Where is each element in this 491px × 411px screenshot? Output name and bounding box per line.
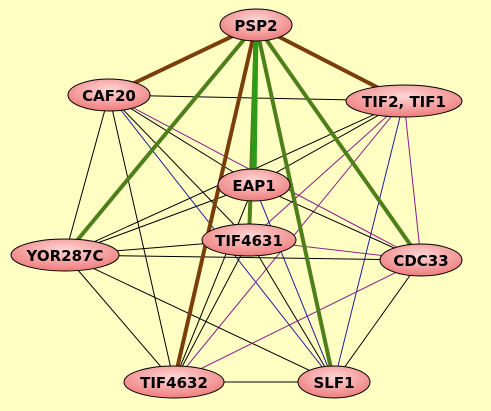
node-label: CAF20	[82, 87, 136, 105]
node-label: CDC33	[393, 252, 448, 270]
edge-psp2-eap1	[251, 22, 259, 188]
edge-tif2-slf1	[333, 100, 405, 383]
edge-yor287c-slf1	[64, 254, 335, 383]
edge-eap1-tif4632	[173, 184, 255, 383]
node-ellipse[interactable]	[123, 365, 225, 399]
node-yor287c[interactable]: YOR287C	[10, 238, 120, 272]
node-tif2[interactable]: TIF2, TIF1	[345, 84, 463, 118]
node-psp2[interactable]: PSP2	[219, 8, 293, 42]
node-ellipse[interactable]	[201, 223, 297, 257]
node-label: TIF4631	[215, 232, 283, 250]
node-caf20[interactable]: CAF20	[67, 78, 151, 112]
node-cdc33[interactable]: CDC33	[379, 243, 463, 277]
node-label: TIF2, TIF1	[362, 93, 446, 111]
edge-caf20-tif4632	[108, 94, 175, 383]
edge-tif2-tif4631	[248, 100, 405, 241]
edge-psp2-yor287c	[63, 23, 258, 257]
edge-yor287c-cdc33	[64, 254, 422, 261]
edge-caf20-yor287c	[64, 94, 110, 256]
node-label: PSP2	[234, 17, 277, 35]
edge-eap1-cdc33	[253, 184, 422, 261]
edge-psp2-slf1	[254, 23, 336, 384]
edge-caf20-tif4631	[108, 94, 250, 241]
node-label: SLF1	[313, 374, 354, 392]
node-ellipse[interactable]	[379, 243, 463, 277]
node-label: EAP1	[232, 177, 275, 195]
node-eap1[interactable]: EAP1	[217, 168, 291, 202]
node-ellipse[interactable]	[297, 365, 371, 399]
node-slf1[interactable]: SLF1	[297, 365, 371, 399]
node-ellipse[interactable]	[345, 84, 463, 118]
edge-tif4631-slf1	[248, 239, 335, 383]
node-ellipse[interactable]	[10, 238, 120, 272]
edge-yor287c-tif4632	[64, 254, 175, 383]
node-tif4632[interactable]: TIF4632	[123, 365, 225, 399]
edge-psp2-tif4632	[172, 23, 258, 384]
node-ellipse[interactable]	[219, 8, 293, 42]
edge-caf20-eap1	[108, 94, 255, 186]
node-tif4631[interactable]: TIF4631	[201, 223, 297, 257]
edge-tif4631-tif4632	[173, 239, 250, 383]
edge-eap1-slf1	[253, 184, 335, 383]
edge-tif2-cdc33	[403, 100, 422, 261]
node-ellipse[interactable]	[67, 78, 151, 112]
edge-psp2-cdc33	[254, 23, 423, 262]
node-label: TIF4632	[140, 374, 208, 392]
node-ellipse[interactable]	[217, 168, 291, 202]
edge-cdc33-slf1	[333, 259, 422, 383]
edge-cdc33-tif4632	[173, 259, 422, 383]
node-label: YOR287C	[26, 247, 104, 265]
